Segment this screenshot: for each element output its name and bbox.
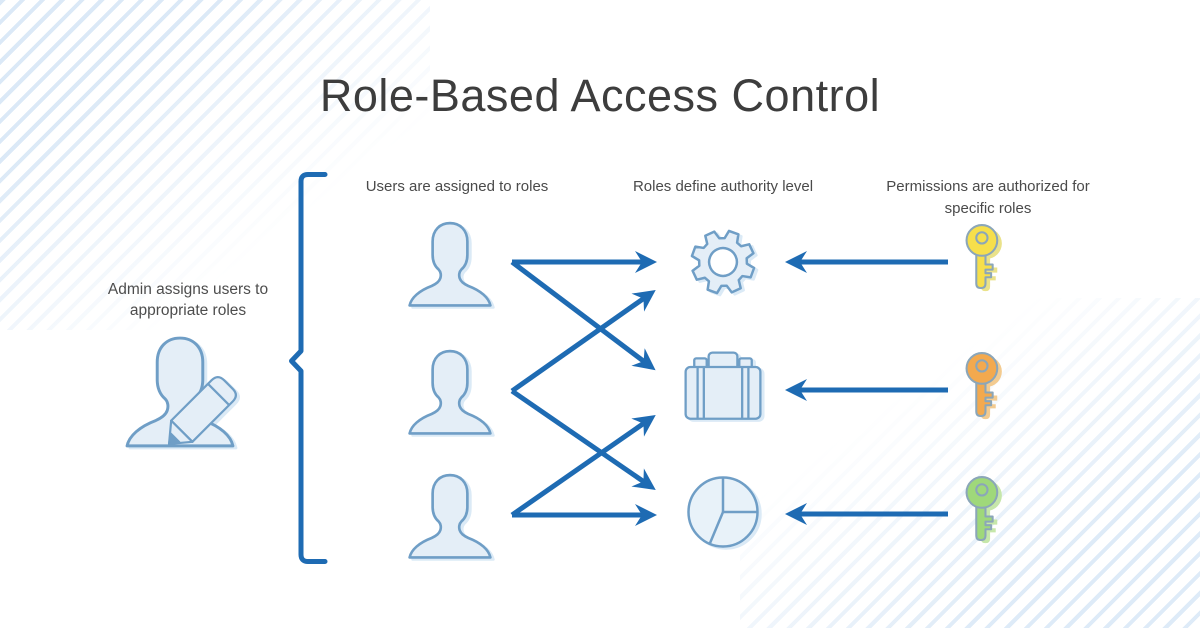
page-title: Role-Based Access Control [319, 70, 881, 121]
user-icon-3 [408, 473, 492, 559]
arrow-user2-to-gear [510, 289, 656, 394]
arrow-user1-to-briefcase [510, 260, 656, 371]
user-icon-1 [408, 221, 492, 307]
pencil-icon [167, 376, 237, 446]
user-icon-2 [408, 349, 492, 435]
yellow-key-icon [965, 224, 1002, 292]
green-key-icon [965, 476, 1002, 544]
roles-column-label: Roles define authority level [632, 178, 814, 195]
arrow-user2-to-pie [510, 388, 656, 490]
pie-chart-icon [687, 476, 759, 548]
orange-key-icon [965, 352, 1002, 420]
brace-admin-to-users [289, 172, 328, 564]
admin-label: Admin assigns users to appropriate roles [107, 281, 269, 319]
briefcase-icon [684, 351, 762, 420]
permissions-column-label: Permissions are authorized for specific … [886, 178, 1090, 217]
arrow-user3-to-briefcase [510, 415, 656, 518]
admin-user-with-pencil-icon [125, 336, 237, 448]
users-column-label: Users are assigned to roles [365, 178, 549, 195]
gear-icon [690, 229, 756, 295]
diagonal-stripes-bottom-right [740, 298, 1200, 628]
